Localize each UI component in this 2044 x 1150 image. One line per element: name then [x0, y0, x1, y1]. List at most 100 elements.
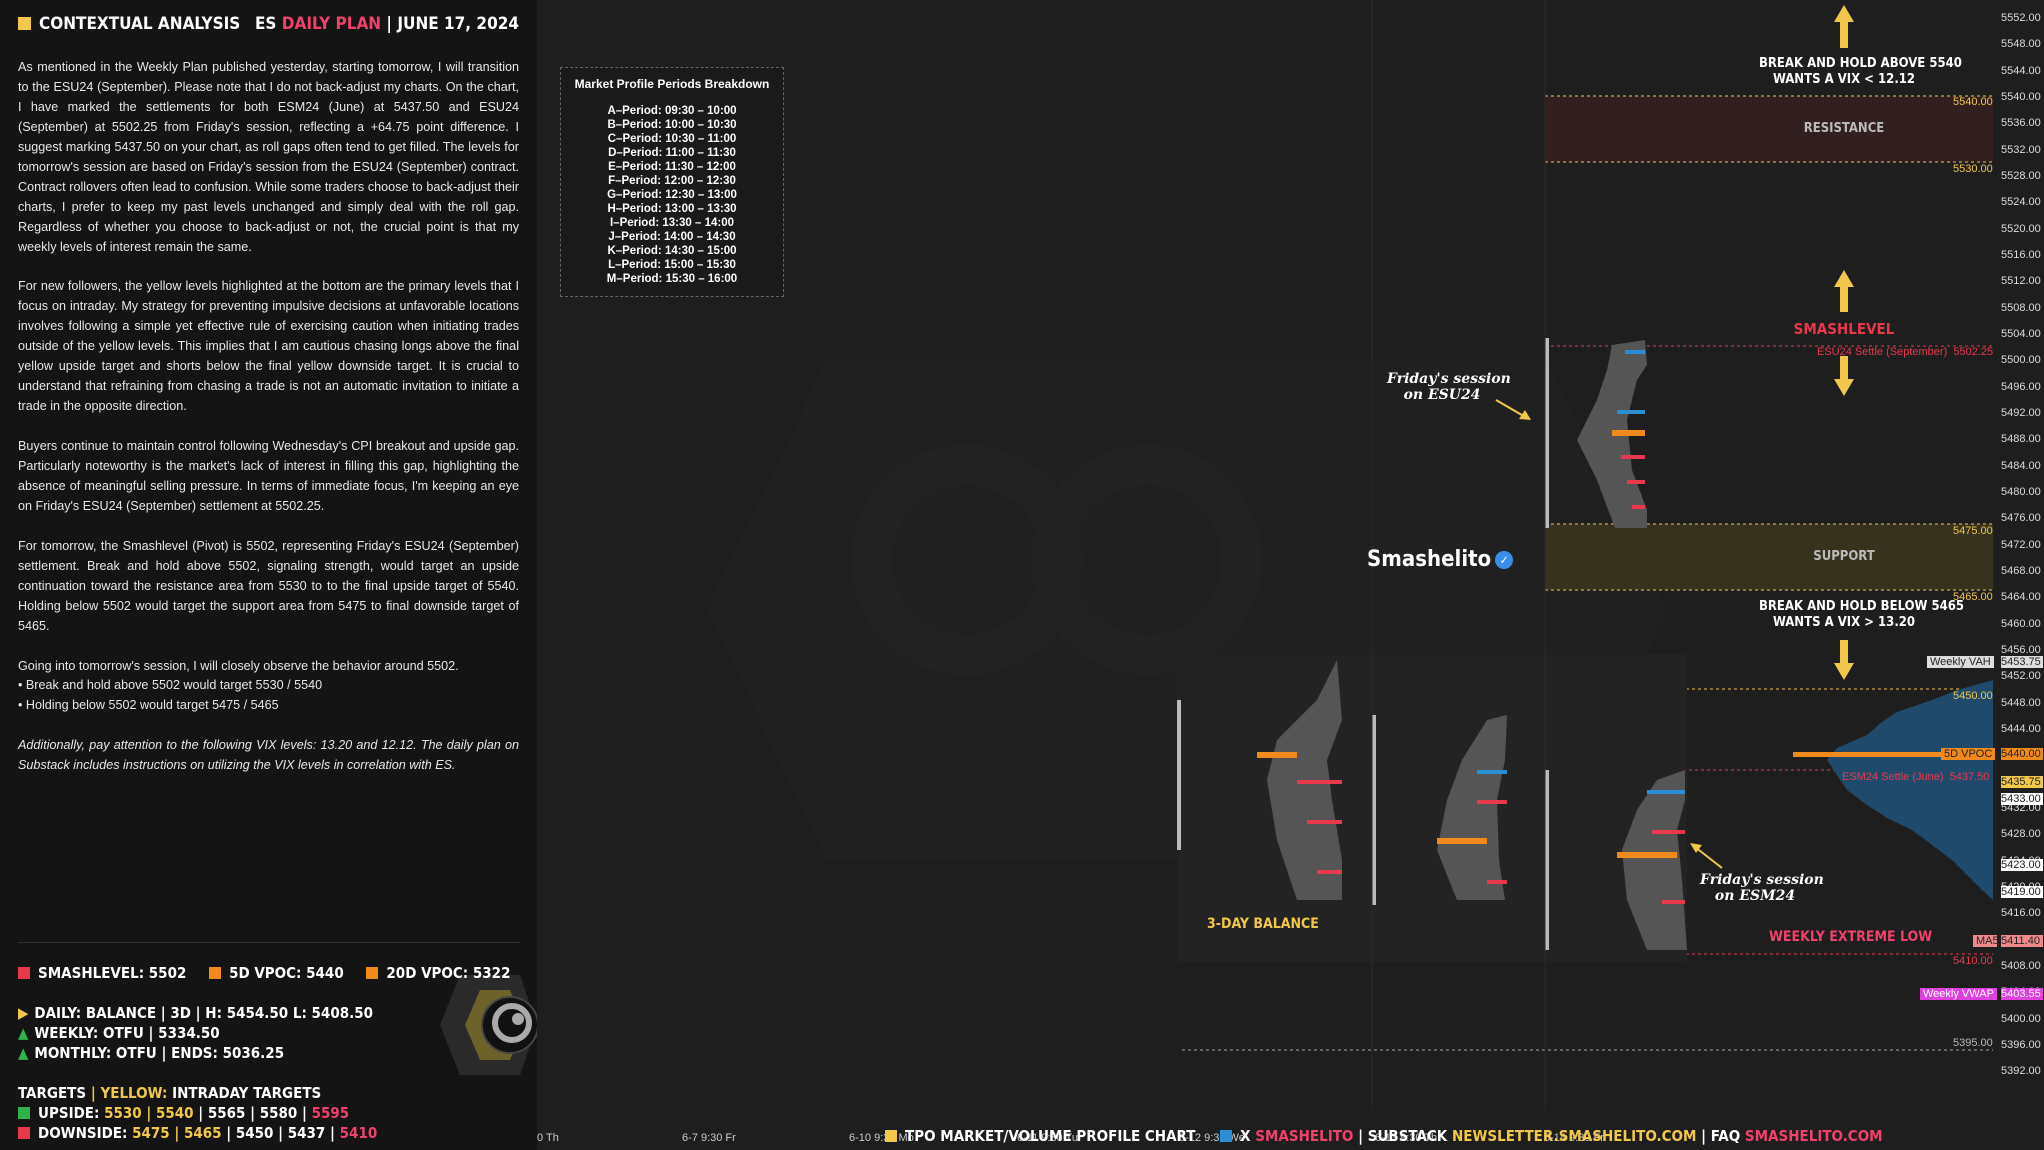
weekly-extreme-label: WEEKLY EXTREME LOW [1769, 929, 1933, 945]
axis-badge: 5440.00 [2001, 748, 2043, 760]
esu-settle-label: ESU24 Settle (September) 5502.25 [1817, 346, 1994, 358]
price-tick: 5408.00 [2001, 959, 2041, 972]
vpoc-badge: 5D VPOC [1941, 748, 1996, 760]
targets-header: TARGETS | YELLOW: INTRADAY TARGETS [18, 1084, 322, 1102]
logo-watermark-icon [440, 975, 537, 1075]
footer-links: TPO MARKET/VOLUME PROFILE CHART X SMASHE… [885, 1127, 1883, 1145]
list-item: • Holding below 5502 would target 5475 /… [18, 698, 279, 713]
price-tick: 5532.00 [2001, 143, 2041, 156]
period-row: A–Period: 09:30 – 10:00 [607, 105, 737, 117]
level-5465: 5465.00 [1953, 591, 1993, 603]
red-square-icon [18, 967, 30, 979]
tpo-profile-esm24 [1545, 770, 1687, 950]
upside-targets: UPSIDE: 5530 | 5540 | 5565 | 5580 | 5595 [18, 1104, 349, 1122]
paragraph: Going into tomorrow's session, I will cl… [18, 658, 459, 673]
faq-link[interactable]: SMASHELITO.COM [1744, 1127, 1883, 1145]
price-tick: 5400.00 [2001, 1012, 2041, 1025]
price-tick: 5428.00 [2001, 828, 2041, 841]
axis-badge: 5419.00 [2001, 886, 2043, 898]
period-row: M–Period: 15:30 – 16:00 [606, 273, 738, 285]
price-tick: 5520.00 [2001, 222, 2041, 235]
axis-badge: 5435.75 [2001, 776, 2043, 788]
price-tick: 5468.00 [2001, 564, 2041, 577]
list-item: • Break and hold above 5502 would target… [18, 678, 323, 693]
level-5540: 5540.00 [1953, 96, 1993, 108]
tpo-profile-day1 [1177, 660, 1342, 900]
time-tick: 6-13 9:30 Th [1375, 1132, 1438, 1144]
resistance-label: RESISTANCE [1803, 121, 1885, 136]
axis-badge: 5453.75 [2001, 656, 2043, 668]
verified-check-icon: ✓ [1495, 551, 1514, 569]
volume-profile [1793, 680, 1993, 900]
price-tick: 5452.00 [2001, 670, 2041, 683]
tpo-profile-day2 [1372, 715, 1507, 905]
price-tick: 5540.00 [2001, 90, 2041, 103]
price-tick: 5508.00 [2001, 301, 2041, 314]
period-row: I–Period: 13:30 – 14:00 [609, 217, 734, 229]
paragraph: Additionally, pay attention to the follo… [18, 738, 519, 773]
yellow-square-icon [18, 17, 31, 30]
axis-badge: 5403.55 [2001, 988, 2043, 1000]
paragraph: As mentioned in the Weekly Plan publishe… [18, 60, 519, 254]
price-tick: 5528.00 [2001, 169, 2041, 182]
price-tick: 5464.00 [2001, 591, 2041, 604]
level-5475: 5475.00 [1953, 525, 1993, 537]
price-tick: 5500.00 [2001, 354, 2041, 367]
price-tick: 5544.00 [2001, 64, 2041, 77]
time-tick: 6-14 9:30 Fr [1544, 1132, 1604, 1144]
level-5395: 5395.00 [1953, 1037, 1993, 1049]
price-tick: 5448.00 [2001, 696, 2041, 709]
price-tick: 5512.00 [2001, 275, 2041, 288]
price-tick: 5416.00 [2001, 907, 2041, 920]
level-5450: 5450.00 [1953, 690, 1993, 702]
section-title: CONTEXTUAL ANALYSIS [39, 14, 241, 34]
period-row: C–Period: 10:30 – 11:00 [607, 133, 737, 145]
price-tick: 5524.00 [2001, 196, 2041, 209]
daily-status: ▶DAILY: BALANCE | 3D | H: 5454.50 L: 540… [18, 1004, 374, 1022]
period-row: E–Period: 11:30 – 12:00 [608, 161, 736, 173]
time-tick: 6-10 9:30 Mo [849, 1132, 914, 1144]
session-block [1177, 655, 1687, 961]
paragraph: Buyers continue to maintain control foll… [18, 439, 519, 513]
time-tick: 6-7 9:30 Fr [682, 1132, 736, 1144]
price-tick: 5492.00 [2001, 406, 2041, 419]
axis-badge: 5411.40 [2001, 935, 2043, 947]
weekly-vah-badge: Weekly VAH [1927, 656, 1994, 668]
up-triangle-icon: ▲ [18, 1024, 29, 1042]
price-tick: 5456.00 [2001, 643, 2041, 656]
paragraph: For new followers, the yellow levels hig… [18, 279, 519, 414]
period-row: H–Period: 13:00 – 13:30 [607, 203, 737, 215]
time-tick: 6-11 9:30 Tu [1017, 1132, 1078, 1144]
monthly-status: ▲MONTHLY: OTFU | ENDS: 5036.25 [18, 1044, 285, 1062]
chart-canvas [707, 0, 1993, 1110]
price-tick: 5504.00 [2001, 327, 2041, 340]
period-row: G–Period: 12:30 – 13:00 [607, 189, 737, 201]
price-tick: 5536.00 [2001, 117, 2041, 130]
price-tick: 5548.00 [2001, 38, 2041, 51]
price-tick: 5488.00 [2001, 433, 2041, 446]
x-link[interactable]: SMASHELITO [1255, 1127, 1354, 1145]
brand-logo: Smashelito✓ [1367, 547, 1514, 572]
orange-square-icon [209, 967, 222, 979]
panel-header: CONTEXTUAL ANALYSIS ES DAILY PLAN | JUNE… [18, 14, 519, 40]
price-tick: 5460.00 [2001, 617, 2041, 630]
tpo-profile-esu24 [1545, 338, 1647, 528]
green-square-icon [18, 1107, 30, 1119]
time-tick: 0 Th [537, 1132, 559, 1144]
level-5530: 5530.00 [1953, 163, 1993, 175]
smashlevel-label: SMASHLEVEL [1793, 320, 1895, 338]
price-tick: 5516.00 [2001, 248, 2041, 261]
price-tick: 5392.00 [2001, 1065, 2041, 1078]
weekly-vwap-badge: Weekly VWAP [1920, 988, 1997, 1000]
volume-levels: SMASHLEVEL: 5502 5D VPOC: 5440 20D VPOC:… [18, 964, 510, 982]
substack-link[interactable]: NEWSLETTER.SMASHELITO.COM [1451, 1127, 1697, 1145]
paragraph: For tomorrow, the Smashlevel (Pivot) is … [18, 538, 519, 633]
plan-title: ES DAILY PLAN | JUNE 17, 2024 [254, 14, 519, 34]
esm-settle-label: ESM24 Settle (June) 5437.50 [1842, 771, 1990, 783]
price-tick: 5480.00 [2001, 485, 2041, 498]
